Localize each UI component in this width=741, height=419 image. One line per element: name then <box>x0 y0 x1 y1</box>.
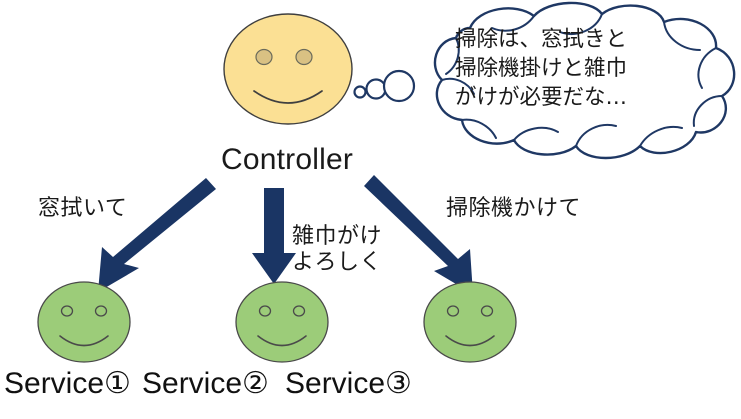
service-3-right-eye <box>480 305 494 317</box>
arrow-label-floor-mop: 雑巾がけ よろしく <box>292 224 383 275</box>
controller-mouth <box>253 90 323 104</box>
arrow-mid <box>252 188 296 284</box>
arrow-label-vacuum: 掃除機かけて <box>446 196 582 221</box>
arrow-right <box>364 175 473 294</box>
thought-tail-bubbles <box>353 69 416 103</box>
service-3-mouth <box>445 335 495 347</box>
service-2-right-eye <box>292 305 306 317</box>
service-1-mouth <box>59 335 109 347</box>
service-1-left-eye <box>60 305 74 317</box>
controller-right-eye <box>295 48 313 66</box>
thought-bubble-text: 掃除は、窓拭きと 掃除機掛けと雑巾 がけが必要だな… <box>455 27 628 110</box>
service-label-2: Service② <box>142 367 269 400</box>
service-label-1: Service① <box>4 367 131 400</box>
thought-tail-bubble-large <box>382 69 416 103</box>
service-face-3 <box>423 281 517 363</box>
service-3-left-eye <box>446 305 460 317</box>
service-1-right-eye <box>94 305 108 317</box>
thought-tail-bubble-small <box>353 85 367 99</box>
service-2-left-eye <box>258 305 272 317</box>
service-face-1 <box>37 281 131 363</box>
thought-tail-bubble-medium <box>365 78 387 100</box>
thought-bubble-inner-arcs <box>441 13 723 147</box>
arrow-left <box>98 178 216 292</box>
controller-left-eye <box>255 48 273 66</box>
controller-label: Controller <box>221 143 354 176</box>
service-face-2 <box>235 281 329 363</box>
service-label-3: Service③ <box>285 367 412 400</box>
controller-face <box>223 13 353 125</box>
service-2-mouth <box>257 335 307 347</box>
arrow-label-window-wipe: 窓拭いて <box>38 196 128 221</box>
